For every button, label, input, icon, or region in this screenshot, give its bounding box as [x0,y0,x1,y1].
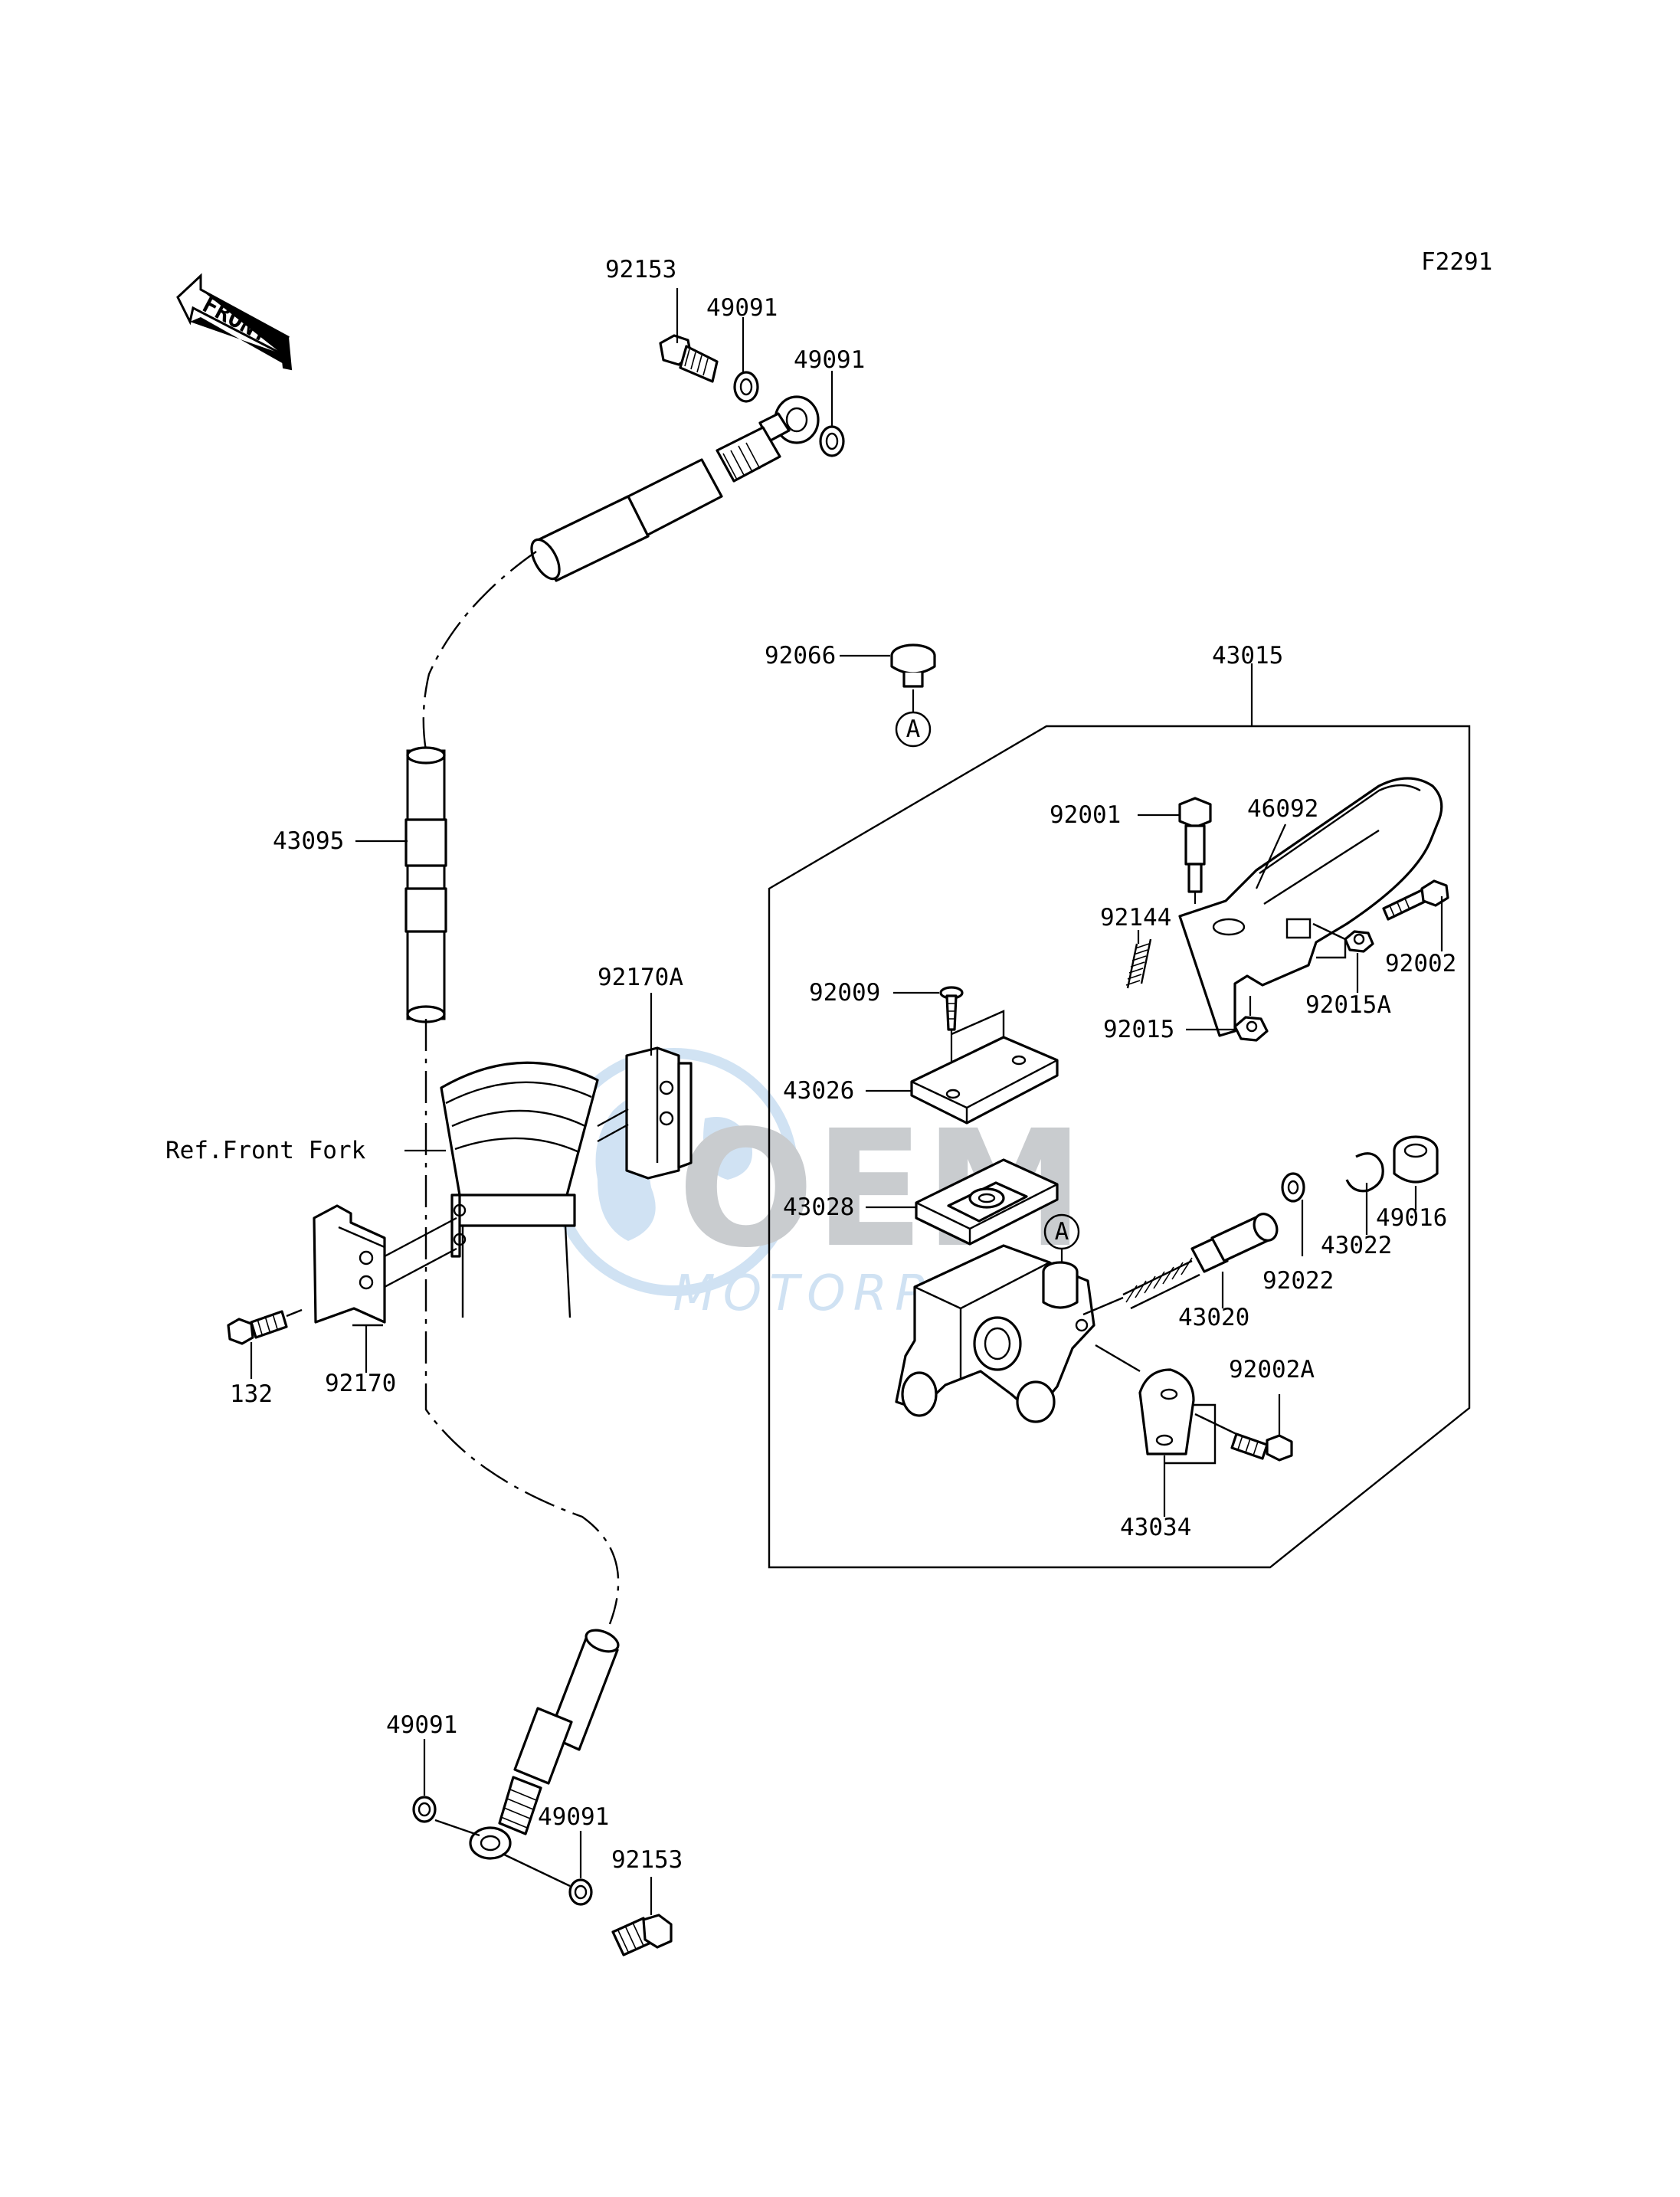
washer-49091-b [819,425,845,457]
bolt-132 [227,1308,303,1345]
diaphragm-43028 [915,1158,1059,1246]
figure-code: F2291 [1421,248,1492,276]
label-49016: 49016 [1376,1204,1447,1232]
brake-lever-46092 [1178,777,1443,1037]
hose-line-upper [422,551,537,751]
washer-49091-d [568,1878,593,1906]
label-132: 132 [230,1380,273,1408]
bolt-92002A [1230,1432,1293,1462]
label-43020: 43020 [1178,1304,1249,1331]
label-43026: 43026 [783,1077,854,1105]
label-92015: 92015 [1103,1016,1174,1043]
brake-hose-43095 [404,746,447,1023]
callout-marker-a-top-label: A [906,715,921,743]
callout-marker-a-body-label: A [1055,1218,1069,1246]
front-arrow-icon: FRONT [176,273,293,371]
label-92002: 92002 [1385,950,1456,977]
label-49091-a: 49091 [706,294,778,322]
label-92001: 92001 [1050,801,1121,829]
label-43015: 43015 [1212,642,1283,670]
hose-fitting-bottom [469,1629,620,1860]
washer-49091-c [412,1796,437,1823]
label-92170A: 92170A [598,964,683,991]
nut-92015 [1233,1016,1269,1042]
label-49091-b: 49091 [794,346,865,374]
label-92170: 92170 [325,1370,396,1397]
label-92015A: 92015A [1305,991,1391,1019]
label-43095: 43095 [273,827,344,855]
cap-92066 [890,643,936,688]
washer-92022 [1281,1172,1305,1203]
circlip-43022 [1345,1152,1384,1193]
label-92153-top: 92153 [605,256,676,283]
spring-92144 [1125,938,1152,989]
label-92009: 92009 [809,979,880,1007]
front-fork [440,1061,599,1318]
label-92144: 92144 [1100,904,1171,932]
label-92066: 92066 [765,642,836,670]
hose-fitting-top [530,395,820,582]
label-46092: 46092 [1247,795,1318,823]
front-label: FRONT [198,290,273,349]
callout-marker-a-top [895,711,932,748]
label-43022: 43022 [1321,1232,1392,1259]
label-49091-d: 49091 [538,1803,609,1831]
banjo-bolt-top [659,334,719,383]
hose-clamp-92170A [597,1046,693,1180]
label-92153-bottom: 92153 [611,1846,683,1874]
clamp-43034 [1138,1368,1195,1455]
label-92002A: 92002A [1229,1356,1315,1383]
banjo-bolt-bottom [611,1914,673,1956]
label-49091-c: 49091 [386,1711,457,1739]
hose-clamp-92170 [313,1204,457,1327]
dust-boot-49016 [1393,1135,1439,1184]
nut-92015A [1344,930,1374,953]
piston-43020 [1122,1213,1279,1310]
master-cylinder-body [895,1244,1095,1423]
hose-line-lower [424,1019,620,1625]
label-43034: 43034 [1120,1514,1191,1541]
label-43028: 43028 [783,1193,854,1221]
screw-92009 [939,986,964,1031]
pivot-bolt-92001 [1178,797,1212,893]
label-ref-front-fork: Ref.Front Fork [165,1137,366,1164]
washer-49091-a [733,371,759,403]
label-92022: 92022 [1262,1267,1334,1295]
assembly-box-43015 [768,725,1471,1569]
